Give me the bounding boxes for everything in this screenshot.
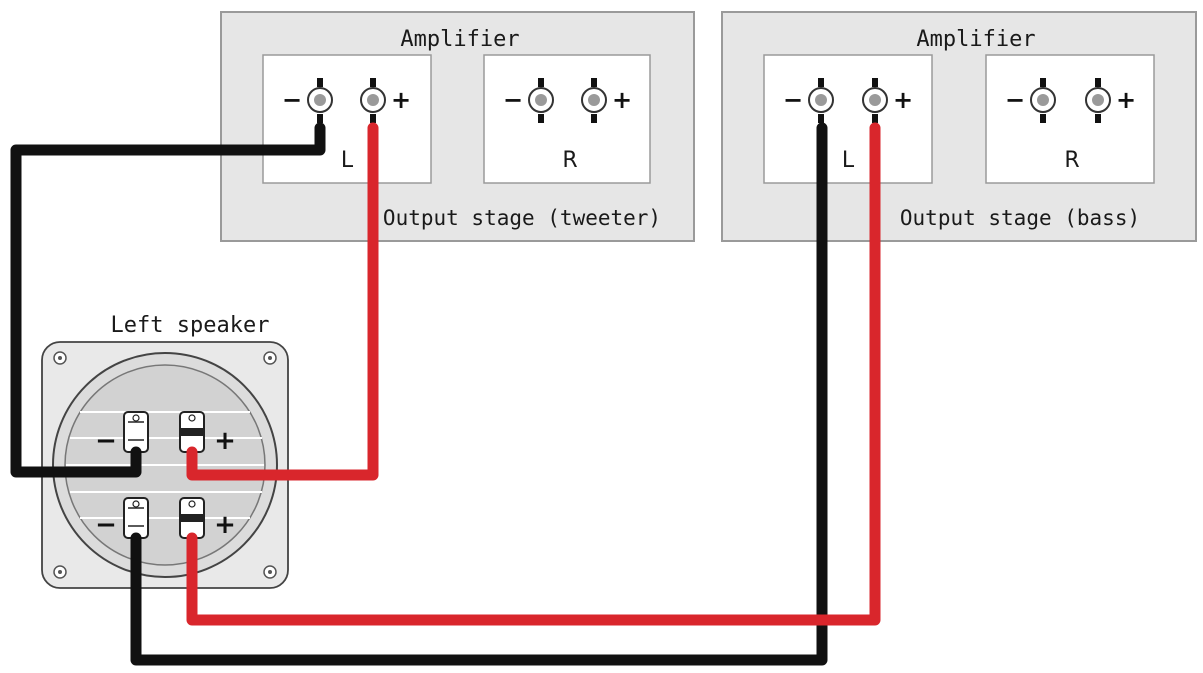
amplifier-bass-l-positive-terminal [862,78,888,123]
wire-bass-positive [186,122,881,626]
amplifier-tweeter-r-negative-terminal [528,78,554,123]
left-speaker-title: Left speaker [111,313,270,338]
amplifier-bass-r-positive-terminal [1085,78,1111,123]
speaker-cup-ridges [66,411,264,519]
speaker-lower-minus-symbol: − [95,510,117,540]
wire-tweeter-negative [10,122,326,478]
amplifier-bass-r-negative-terminal [1030,78,1056,123]
amplifier-tweeter-channel-l-label: L [341,148,354,173]
speaker-lower-plus-symbol: + [214,510,236,540]
amplifier-tweeter-l-plus-symbol: + [391,86,411,114]
amplifier-tweeter-l-positive-terminal [360,78,386,123]
amplifier-tweeter-channel-l-box [262,54,432,184]
amplifier-tweeter-r-positive-terminal [581,78,607,123]
amplifier-bass: Amplifier L − + R − [721,11,1197,242]
amplifier-bass-stage-label: Output stage (bass) [900,206,1140,230]
amplifier-bass-r-minus-symbol: − [1005,86,1025,114]
speaker-lower-positive-post [179,497,205,539]
screw-icon [263,351,277,365]
left-speaker: Left speaker − + [41,313,289,589]
screw-icon [263,565,277,579]
amplifier-tweeter-title: Amplifier [400,27,519,52]
amplifier-tweeter: Amplifier L − + R − [220,11,695,242]
amplifier-tweeter-stage-label: Output stage (tweeter) [383,206,661,230]
amplifier-bass-channel-r-label: R [1064,148,1079,173]
wire-tweeter-positive [186,122,379,481]
screw-icon [53,351,67,365]
amplifier-bass-channel-l-label: L [842,148,855,173]
speaker-upper-negative-post [123,411,149,453]
amplifier-bass-r-plus-symbol: + [1116,86,1136,114]
wire-bass-negative [130,122,828,666]
speaker-upper-plus-symbol: + [214,426,236,456]
amplifier-tweeter-l-negative-terminal [307,78,333,123]
wires [10,122,881,666]
amplifier-bass-title: Amplifier [916,27,1035,52]
speaker-lower-negative-post [123,497,149,539]
speaker-upper-positive-post [179,411,205,453]
speaker-upper-minus-symbol: − [95,426,117,456]
amplifier-tweeter-l-minus-symbol: − [282,86,302,114]
screw-icon [53,565,67,579]
amplifier-tweeter-r-plus-symbol: + [612,86,632,114]
amplifier-tweeter-r-minus-symbol: − [503,86,523,114]
amplifier-tweeter-channel-r-box [483,54,651,184]
amplifier-bass-channel-l-box [763,54,933,184]
amplifier-tweeter-channel-r-label: R [562,148,577,173]
amplifier-bass-l-minus-symbol: − [783,86,803,114]
amplifier-bass-l-negative-terminal [808,78,834,123]
amplifier-bass-l-plus-symbol: + [893,86,913,114]
amplifier-bass-channel-r-box [985,54,1155,184]
